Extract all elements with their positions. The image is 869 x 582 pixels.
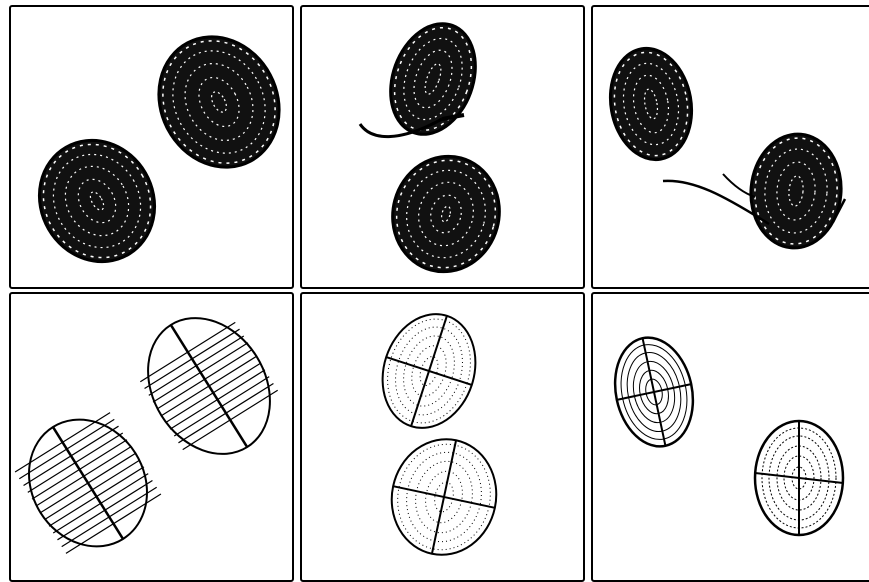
panel-6-drawing [593, 294, 869, 582]
ellipsoid-top-left [602, 42, 700, 166]
ellipsoid-upper-right [136, 16, 294, 189]
ellipsoid-top-with-tail [376, 12, 490, 146]
panel-4-drawing [11, 294, 294, 582]
ellipsoid-top [368, 302, 489, 440]
panel-2-drawing [302, 7, 585, 289]
panel-6 [591, 292, 869, 582]
panel-5 [300, 292, 585, 582]
ellipsoid-bottom [380, 144, 512, 283]
ellipsoid-lower-right [755, 421, 843, 535]
panel-5-drawing [302, 294, 585, 582]
ellipsoid-top-left [605, 330, 702, 453]
panel-3 [591, 5, 869, 289]
panel-2 [300, 5, 585, 289]
ellipsoid-lower-right [746, 130, 846, 251]
ellipsoid-bottom [381, 429, 507, 564]
ellipsoid-upper-right [123, 295, 294, 476]
panel-1 [9, 5, 294, 289]
panel-4 [9, 292, 294, 582]
ellipsoid-lower-left [11, 397, 170, 568]
panel-1-drawing [11, 7, 294, 289]
panel-3-drawing [593, 7, 869, 289]
ellipsoid-lower-left [18, 119, 177, 282]
